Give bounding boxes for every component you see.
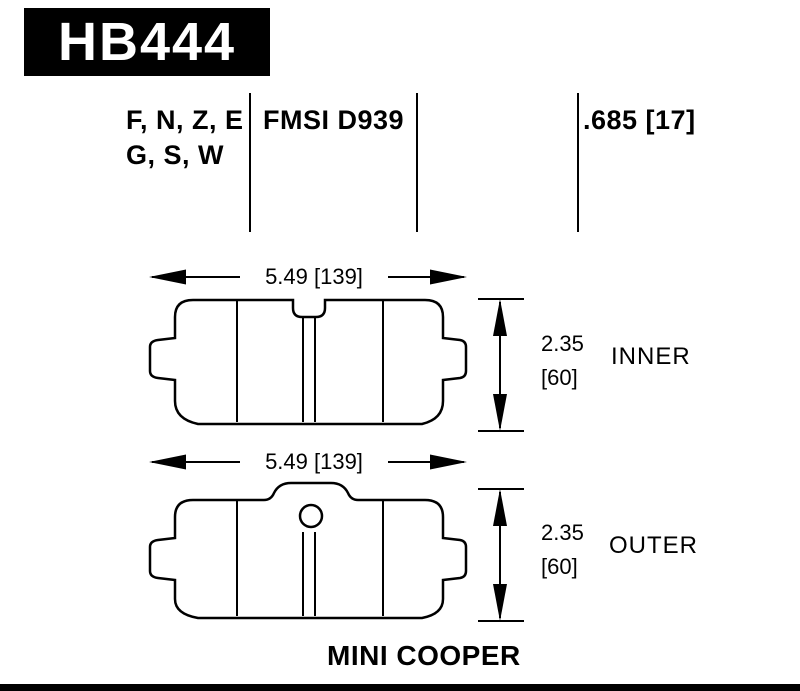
bottom-border-bar: [0, 684, 800, 691]
outer-width-dimension-label: 5.49 [139]: [240, 449, 388, 475]
outer-thickness-inches: 2.35: [541, 520, 584, 545]
fmsi-number: FMSI D939: [263, 105, 405, 135]
vehicle-application: MINI COOPER: [327, 640, 521, 671]
part-number: HB444: [57, 12, 237, 72]
inner-thickness-inches: 2.35: [541, 331, 584, 356]
inner-width-dimension-label: 5.49 [139]: [240, 264, 388, 290]
inner-pad-label: INNER: [611, 343, 691, 370]
outer-pad-rivet-hole: [298, 503, 324, 529]
outer-thickness-mm: [60]: [541, 554, 578, 579]
compound-codes-line1: F, N, Z, E: [126, 105, 244, 135]
compound-codes-line2: G, S, W: [126, 140, 224, 170]
outer-pad-label: OUTER: [609, 532, 698, 559]
inner-pad-detail-lines: [236, 301, 384, 422]
outer-pad-outline: [148, 481, 468, 620]
inner-thickness-mm: [60]: [541, 365, 578, 390]
part-number-plate: HB444: [24, 8, 270, 76]
inner-thickness-dimension-arrow: [478, 298, 524, 432]
outer-pad-detail-lines: [236, 501, 384, 616]
outer-thickness-dimension-arrow: [478, 488, 524, 622]
pad-thickness-spec: .685 [17]: [583, 105, 696, 135]
inner-pad-outline: [148, 298, 468, 426]
